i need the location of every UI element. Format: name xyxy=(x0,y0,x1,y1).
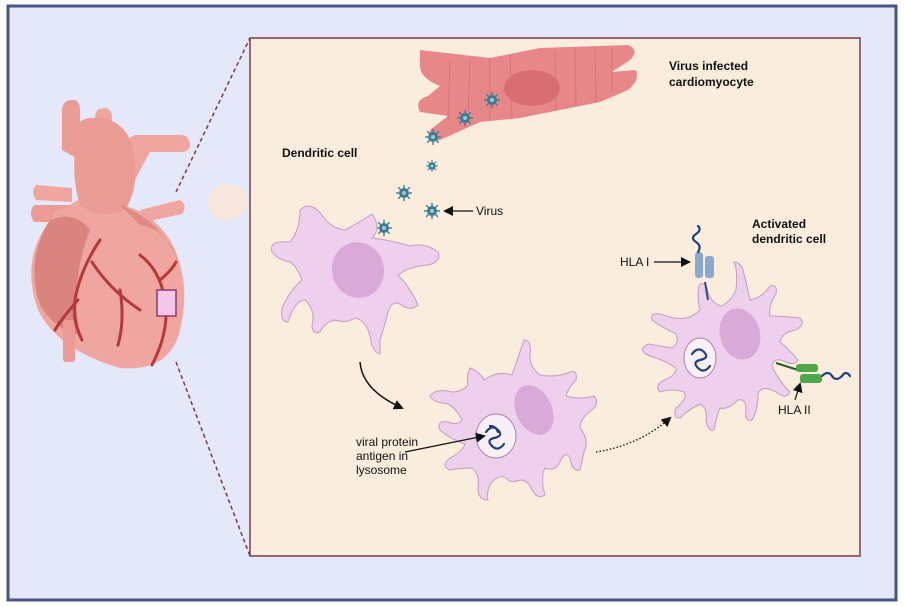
virus-particle xyxy=(424,128,442,146)
activated-antigen-squiggle xyxy=(690,348,712,372)
label-antigen-line3: lysosome xyxy=(356,463,407,477)
label-activated-line1: Activated xyxy=(752,217,806,231)
label-antigen-line2: antigen in xyxy=(356,449,408,463)
label-virus: Virus xyxy=(476,204,503,218)
curve-arrow-2 xyxy=(595,416,672,453)
antigen-cell-nucleus xyxy=(514,385,554,435)
label-infected-line1: Virus infected xyxy=(669,59,748,73)
virus-particle xyxy=(395,184,413,202)
zoom-line-top xyxy=(175,37,251,193)
virus-particle xyxy=(425,159,439,173)
antigen-presenting-cell xyxy=(429,339,598,501)
label-activated-line2: dendritic cell xyxy=(752,232,826,246)
hla-ii-receptor xyxy=(775,362,852,383)
label-infected-line2: cardiomyocyte xyxy=(669,75,754,89)
activated-lysosome xyxy=(683,337,717,379)
virus-particle xyxy=(456,109,474,127)
activated-dendritic-cell xyxy=(642,261,803,431)
zoom-region-marker xyxy=(156,289,177,317)
panel-blob xyxy=(208,184,248,220)
cardiomyocyte-nucleus xyxy=(504,70,560,106)
label-hla2: HLA II xyxy=(778,403,811,417)
virus-particle xyxy=(483,91,501,109)
label-infected-cell: Virus infected cardiomyocyte xyxy=(669,59,754,89)
label-antigen-line1: viral protein xyxy=(356,435,418,449)
antigen-arrow xyxy=(404,432,486,453)
activated-nucleus xyxy=(719,308,761,360)
antigen-squiggle xyxy=(484,424,506,450)
virus-particle xyxy=(423,202,441,220)
dendritic-nucleus xyxy=(331,242,385,298)
hla-i-receptor xyxy=(691,224,714,301)
virus-particle xyxy=(375,219,393,237)
curve-arrow-1 xyxy=(359,361,404,410)
label-dendritic-cell: Dendritic cell xyxy=(282,146,357,160)
heart-illustration xyxy=(31,100,190,369)
label-hla1: HLA I xyxy=(620,255,649,269)
cardiomyocyte xyxy=(418,45,637,141)
hla2-arrow xyxy=(792,382,803,401)
dendritic-cell xyxy=(270,205,440,355)
